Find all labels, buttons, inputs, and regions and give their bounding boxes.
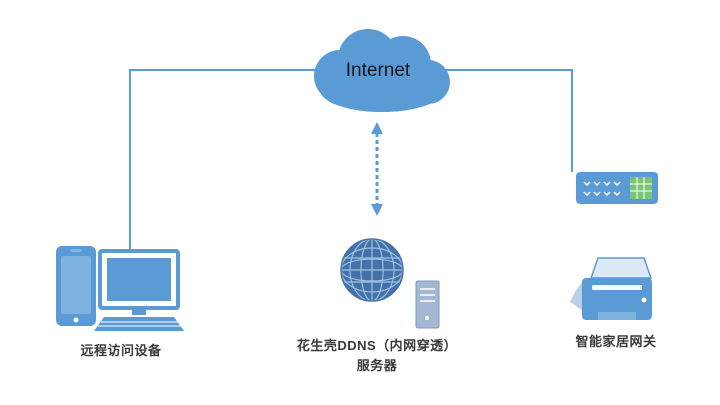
connection-line-right [444, 69, 573, 172]
gateway-label: 智能家居网关 [575, 334, 657, 349]
globe-icon [340, 238, 404, 302]
smartphone-icon [56, 246, 96, 326]
left-device-label: 远程访问设备 [80, 343, 162, 358]
dashed-arrow [371, 122, 383, 216]
cloud-icon [314, 29, 450, 112]
server-label-line1: 花生壳DDNS（内网穿透） [296, 338, 458, 353]
server-icon [415, 280, 440, 329]
internet-label: Internet [345, 60, 411, 81]
server-label-line2: 服务器 [356, 358, 398, 373]
router-icon [576, 172, 658, 204]
printer-icon [570, 257, 653, 320]
monitor-icon [98, 249, 180, 315]
connection-line-left [129, 69, 320, 252]
keyboard-icon [94, 317, 184, 331]
